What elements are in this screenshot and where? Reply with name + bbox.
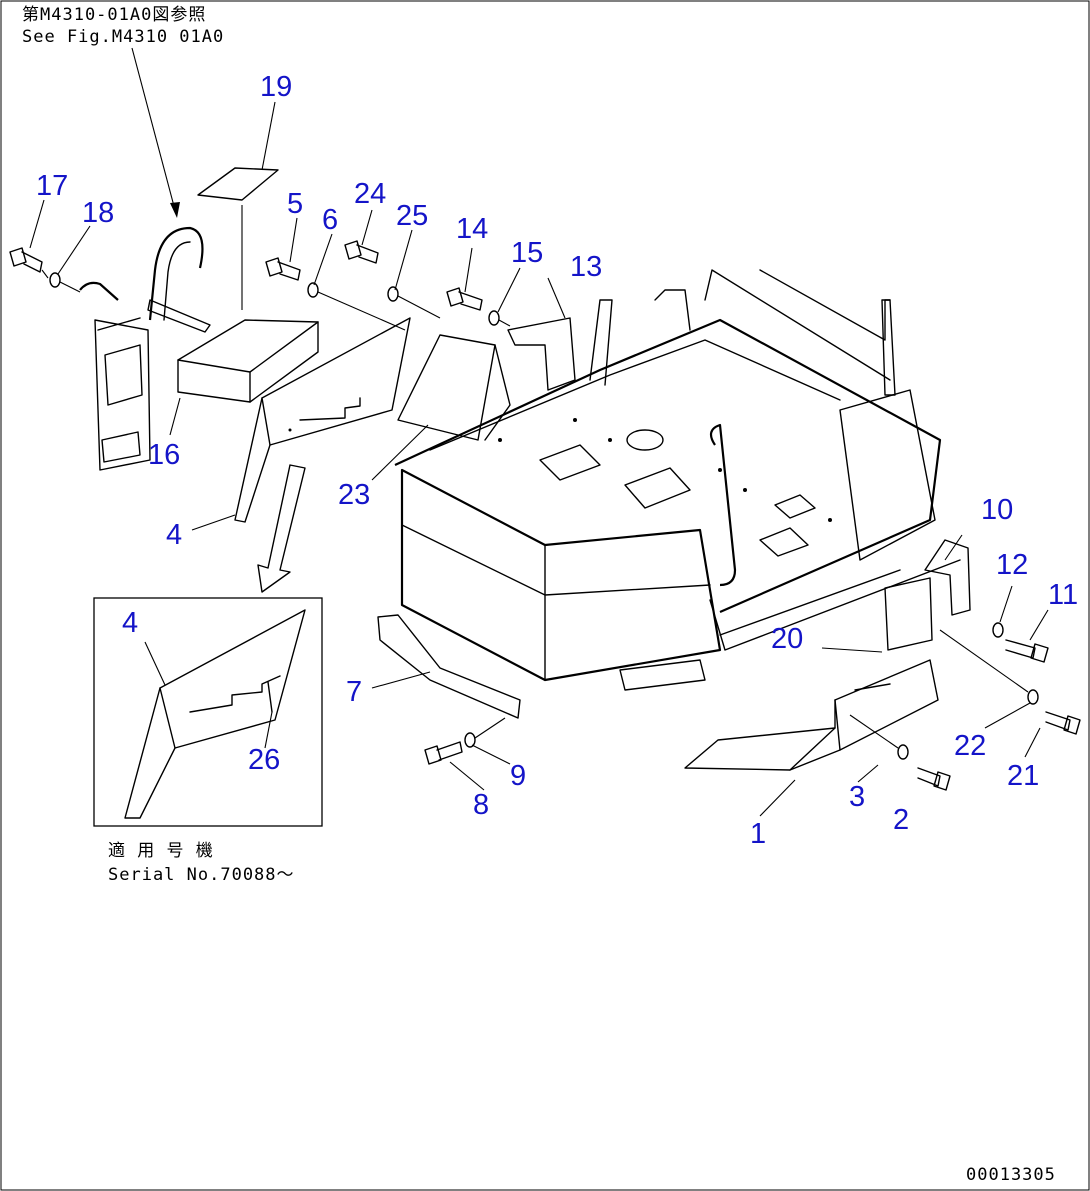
washer-6 [307,282,319,298]
callout-leaders [29,101,1049,817]
callout-22: 22 [954,730,986,762]
callout-3: 3 [849,781,865,813]
callout-7: 7 [346,676,362,708]
cover-23 [397,334,511,441]
reference-note-jp: 第M4310-01A0図参照 [22,5,206,25]
callout-12: 12 [996,549,1028,581]
callout-26: 26 [248,744,280,776]
callout-4-detail: 4 [122,607,138,639]
callout-17: 17 [36,170,68,202]
bolt-14 [446,287,483,311]
serial-label-jp: 適 用 号 機 [108,841,214,861]
rear-step-bracket [79,167,319,471]
bolt-8 [424,741,463,765]
callout-16: 16 [148,439,180,471]
callout-14: 14 [456,213,488,245]
callout-4: 4 [166,519,182,551]
bracket-10 [924,539,971,616]
callout-23: 23 [338,479,370,511]
bolt-17 [9,247,43,273]
callout-5: 5 [287,188,303,220]
bolt-2 [917,767,951,791]
bolt-5 [265,257,301,281]
reference-note-en: See Fig.M4310 01A0 [22,27,224,47]
callout-20: 20 [771,623,803,655]
washer-25 [387,286,399,302]
cab-floor-frame [394,269,961,651]
callout-19: 19 [260,71,292,103]
callout-11: 11 [1048,579,1078,611]
serial-label-en: Serial No.70088～ [108,865,295,885]
callout-9: 9 [510,760,526,792]
callouts: 1 2 3 4 4 5 6 7 8 9 10 11 12 13 14 15 16… [36,71,1078,850]
lower-housing [400,468,722,691]
bracket-20 [854,577,933,691]
detail-view-arrow [257,464,306,593]
callout-24: 24 [354,178,386,210]
bolt-21 [1045,711,1081,735]
callout-6: 6 [322,204,338,236]
bolt-24 [344,240,379,264]
reference-arrow [131,47,180,218]
callout-8: 8 [473,789,489,821]
washer-12 [992,622,1004,638]
washer-15 [488,310,500,326]
callout-18: 18 [82,197,114,229]
callout-21: 21 [1007,760,1039,792]
washer-18 [49,272,61,288]
washer-22 [1027,689,1039,705]
washer-3 [897,744,909,760]
callout-25: 25 [396,200,428,232]
bracket-13 [507,317,576,391]
drawing-number: 00013305 [966,1165,1056,1185]
detail-inset [93,597,323,827]
bolt-11 [1005,639,1049,663]
washer-9 [464,732,476,748]
plate-7 [377,614,521,719]
step-1 [684,659,939,771]
side-cover-4 [234,317,411,523]
callout-13: 13 [570,251,602,283]
callout-15: 15 [511,237,543,269]
callout-1: 1 [750,818,766,850]
callout-10: 10 [981,494,1013,526]
callout-2: 2 [893,804,909,836]
